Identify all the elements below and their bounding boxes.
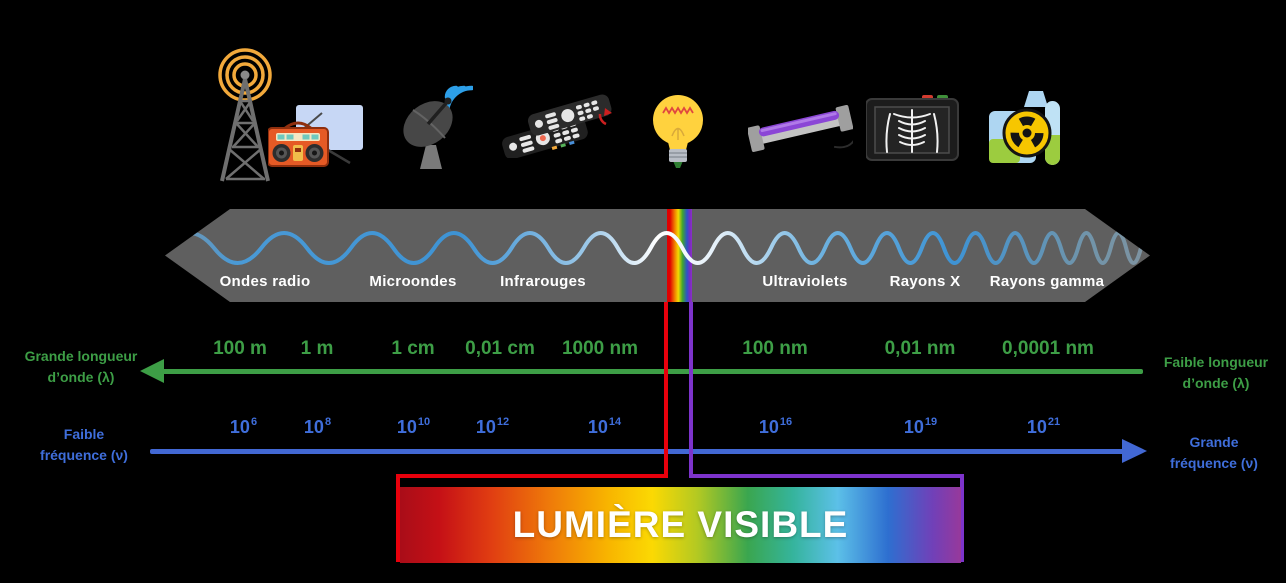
region-label-microwaves: Microondes (369, 273, 457, 290)
light-bulb-icon (648, 92, 708, 175)
wavelength-tick-label: 1000 nm (561, 338, 639, 359)
frequency-axis-line (150, 449, 1125, 454)
spectrum-band: Ondes radio Microondes Infrarouges Ultra… (165, 209, 1150, 302)
frequency-axis-arrowhead (1122, 439, 1147, 463)
frequency-tick-label: 1014 (587, 416, 622, 437)
wavelength-tick-label: 100 nm (742, 338, 808, 359)
visible-light-title: LUMIÈRE VISIBLE (512, 504, 849, 545)
visible-light-banner: LUMIÈRE VISIBLE (400, 487, 961, 563)
remote-control-icon (502, 90, 617, 163)
frequency-tick-label: 1019 (903, 416, 938, 437)
uv-lamp-icon (747, 92, 858, 169)
region-label-radio: Ondes radio (219, 273, 311, 290)
wavelength-axis-left-label: Grande longueur d’onde (λ) (24, 348, 138, 385)
wavelength-tick-label: 1 m (300, 338, 334, 359)
wavelength-axis-arrowhead (140, 359, 164, 383)
frequency-axis-right-label: Grande fréquence (ν) (1170, 434, 1258, 471)
wavelength-tick-label: 0,01 nm (884, 338, 956, 359)
wavelength-tick-label: 100 m (213, 338, 267, 359)
region-label-ultraviolet: Ultraviolets (762, 273, 848, 290)
region-label-gamma: Rayons gamma (989, 273, 1105, 290)
wavelength-tick-label: 1 cm (391, 338, 435, 359)
frequency-tick-label: 1021 (1026, 416, 1061, 437)
region-label-infrared: Infrarouges (500, 273, 586, 290)
frequency-tick-label: 106 (229, 416, 258, 437)
wavelength-axis-right-label: Faible longueur d’onde (λ) (1163, 354, 1269, 391)
frequency-tick-label: 108 (303, 416, 332, 437)
region-label-xrays: Rayons X (889, 273, 961, 290)
frequency-tick-label: 1012 (475, 416, 510, 437)
radio-tower-icon (198, 45, 293, 190)
radio-tv-icon (267, 100, 368, 173)
wave-graphic (165, 231, 1150, 265)
radioactivity-icon (985, 85, 1080, 178)
frequency-tick-label: 1010 (396, 416, 431, 437)
wavelength-tick-label: 0,0001 nm (1002, 338, 1094, 359)
wavelength-tick-label: 0,01 cm (465, 338, 535, 359)
satellite-dish-icon (393, 72, 475, 177)
wavelength-axis-line (162, 369, 1143, 374)
x-ray-icon (865, 92, 961, 167)
frequency-tick-label: 1016 (758, 416, 793, 437)
frequency-axis-left-label: Faible fréquence (ν) (40, 426, 128, 463)
